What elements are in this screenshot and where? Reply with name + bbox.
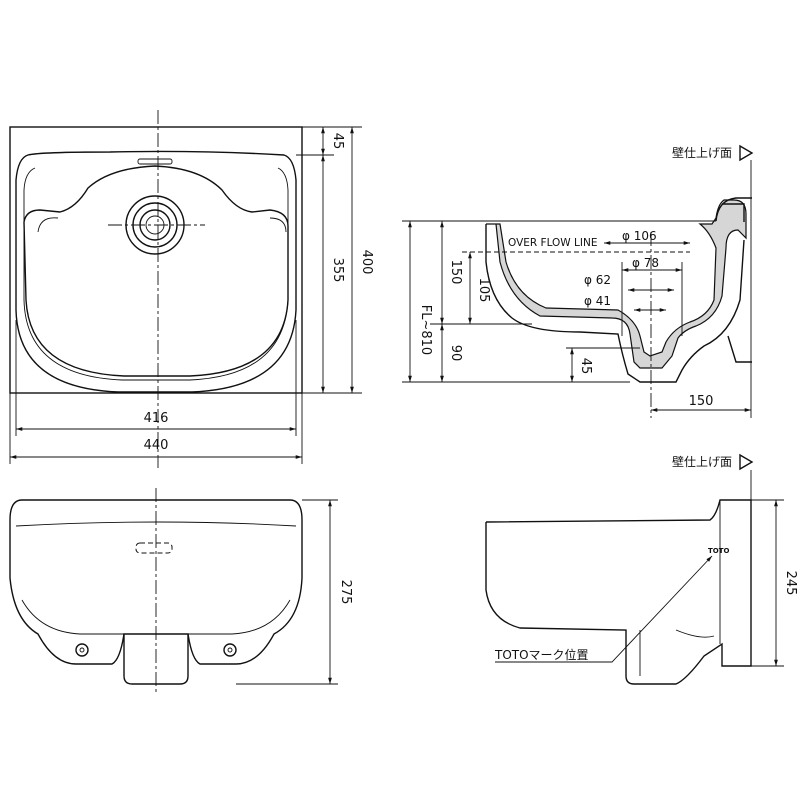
section-dim-fl: FL~810 [418,305,433,355]
front-bolt-left-center [79,647,85,653]
section-outer-shell [485,224,745,383]
plan-view: 45 355 400 416 440 [9,110,374,468]
plan-outer-outline [9,126,303,394]
front-rim-line [15,521,297,527]
section-wall-triangle [739,144,754,162]
plan-bowl-rim [15,150,297,393]
plan-basin-inner [23,165,289,377]
plan-dim-45: 45 [330,133,345,150]
section-dia-78: φ 78 [632,256,659,270]
plan-dim-355: 355 [330,258,345,283]
section-back-support [727,335,752,363]
side-wall-triangle [739,453,754,471]
section-back-cap [715,197,752,222]
front-dim-275: 275 [338,580,353,605]
front-overflow-slot [135,542,173,554]
plan-dim-440: 440 [144,438,169,453]
plan-bowl-inner [23,167,289,381]
side-view: 壁仕上げ面 TOTO TOTOマーク位置 245 [485,453,798,685]
section-view: 壁仕上げ面 OVER FLOW LINE φ 106 φ 78 φ 62 φ 4… [402,144,754,418]
section-body [486,199,747,369]
front-bolt-right-center [227,647,233,653]
side-body-outline [485,499,752,685]
section-dim-105: 105 [476,278,491,303]
section-dim-150-v: 150 [448,260,463,285]
side-dim-245: 245 [783,571,798,596]
section-dim-90: 90 [448,345,463,362]
side-toto-logo: TOTO [708,547,730,555]
front-bolt-left [75,643,89,657]
section-dia-106: φ 106 [622,229,657,243]
plan-dim-416: 416 [144,411,169,426]
front-bolt-right [223,643,237,657]
plan-overflow-slot [137,158,173,165]
plan-dim-400: 400 [359,250,374,275]
front-view: 275 [9,488,353,692]
section-wall-label: 壁仕上げ面 [672,145,732,160]
section-dia-41: φ 41 [584,294,611,308]
side-mark-label: TOTOマーク位置 [494,647,589,662]
section-overflow-label: OVER FLOW LINE [508,237,597,249]
section-dim-150-h: 150 [689,394,714,409]
side-trap-detail [639,629,715,676]
section-dim-45: 45 [578,358,593,375]
section-dia-62: φ 62 [584,273,611,287]
side-mark-leader [495,555,713,663]
plan-shelf-line [37,217,287,233]
side-wall-label: 壁仕上げ面 [672,454,732,469]
